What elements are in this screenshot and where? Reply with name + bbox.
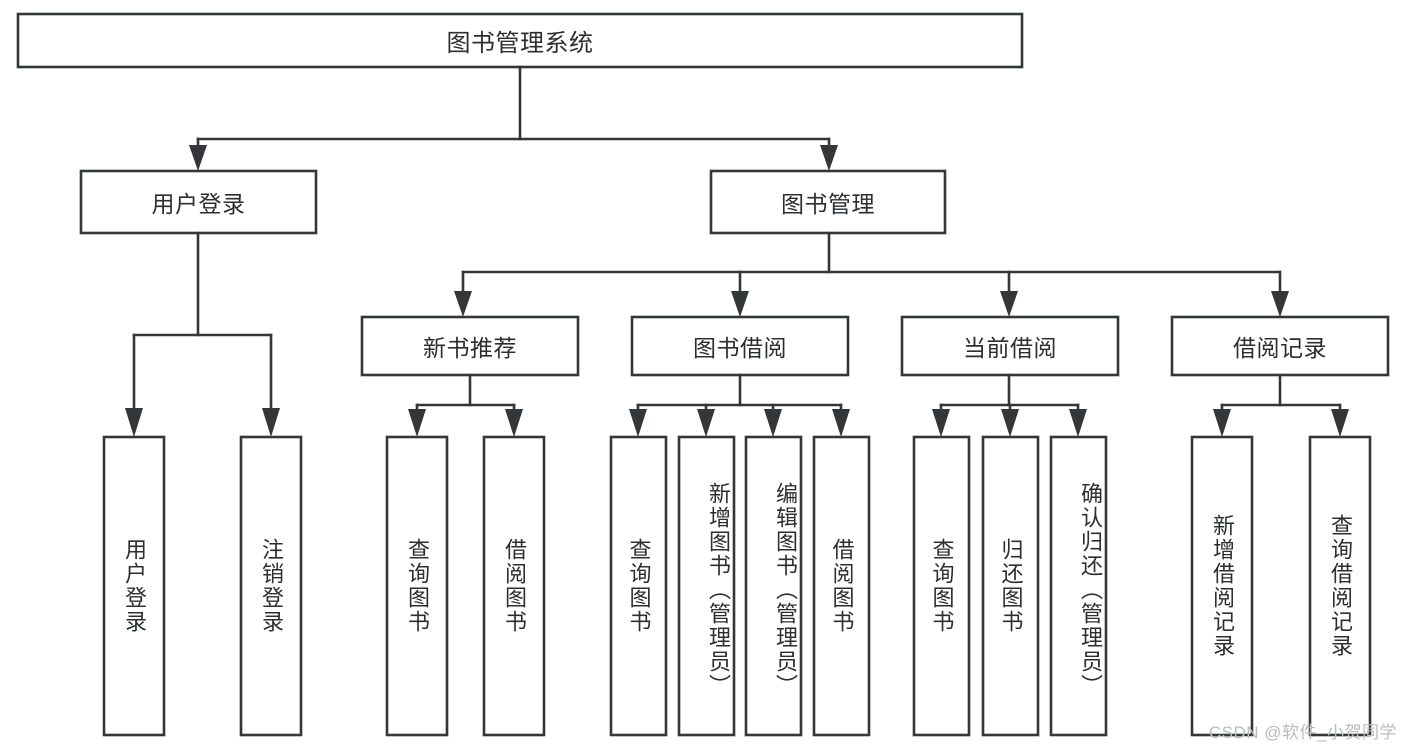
leaf-box-confirm-return-admin[interactable]	[1049, 435, 1108, 737]
arrow-head-leaf-user-login	[125, 408, 143, 437]
arrow-head-borrow-record	[1271, 291, 1289, 317]
node-box-current-borrow[interactable]	[900, 315, 1120, 377]
arrow-head-leaf-query-book-current	[932, 409, 950, 437]
node-box-new-book-recommend[interactable]	[360, 315, 580, 377]
arrow-head-book-management	[820, 145, 838, 171]
arrow-head-leaf-add-borrow-record	[1213, 409, 1231, 437]
leaf-box-query-book-recommend[interactable]	[385, 435, 449, 737]
leaf-box-borrow-book-recommend[interactable]	[482, 435, 546, 737]
leaf-box-borrow-book[interactable]	[812, 435, 871, 737]
arrow-head-leaf-query-book-borrow	[629, 409, 647, 437]
arrow-head-leaf-logout	[262, 408, 280, 437]
arrow-head-user-login	[189, 145, 207, 171]
arrow-head-new-book-recommend	[454, 291, 472, 317]
arrow-head-leaf-borrow-book-recommend	[505, 409, 523, 437]
arrow-head-leaf-confirm-return	[1069, 409, 1087, 437]
leaf-box-query-book-borrow[interactable]	[609, 435, 668, 737]
arrow-head-leaf-return-book	[1001, 409, 1019, 437]
arrow-head-leaf-query-borrow-record	[1331, 409, 1349, 437]
node-box-root[interactable]	[16, 12, 1024, 69]
arrow-head-book-borrow	[731, 291, 749, 317]
leaf-box-query-borrow-record[interactable]	[1308, 435, 1372, 737]
node-box-user-login[interactable]	[79, 169, 318, 235]
arrow-head-current-borrow	[1000, 291, 1018, 317]
node-box-borrow-record[interactable]	[1170, 315, 1390, 377]
leaf-box-user-login[interactable]	[102, 435, 166, 737]
csdn-watermark: CSDN @软件_小贺同学	[1208, 723, 1397, 742]
node-box-book-management[interactable]	[709, 169, 947, 235]
leaf-box-add-borrow-record[interactable]	[1190, 435, 1254, 737]
leaf-box-edit-book-admin[interactable]	[744, 435, 803, 737]
leaf-box-logout[interactable]	[239, 435, 303, 737]
arrow-head-leaf-borrow-book	[832, 409, 850, 437]
arrow-head-leaf-add-book-admin	[697, 409, 715, 437]
node-box-book-borrow[interactable]	[630, 315, 850, 377]
leaf-box-add-book-admin[interactable]	[677, 435, 736, 737]
arrow-head-leaf-query-book-recommend	[408, 409, 426, 437]
leaf-box-query-book-current[interactable]	[912, 435, 971, 737]
arrow-head-leaf-edit-book-admin	[764, 409, 782, 437]
leaf-box-return-book[interactable]	[981, 435, 1040, 737]
